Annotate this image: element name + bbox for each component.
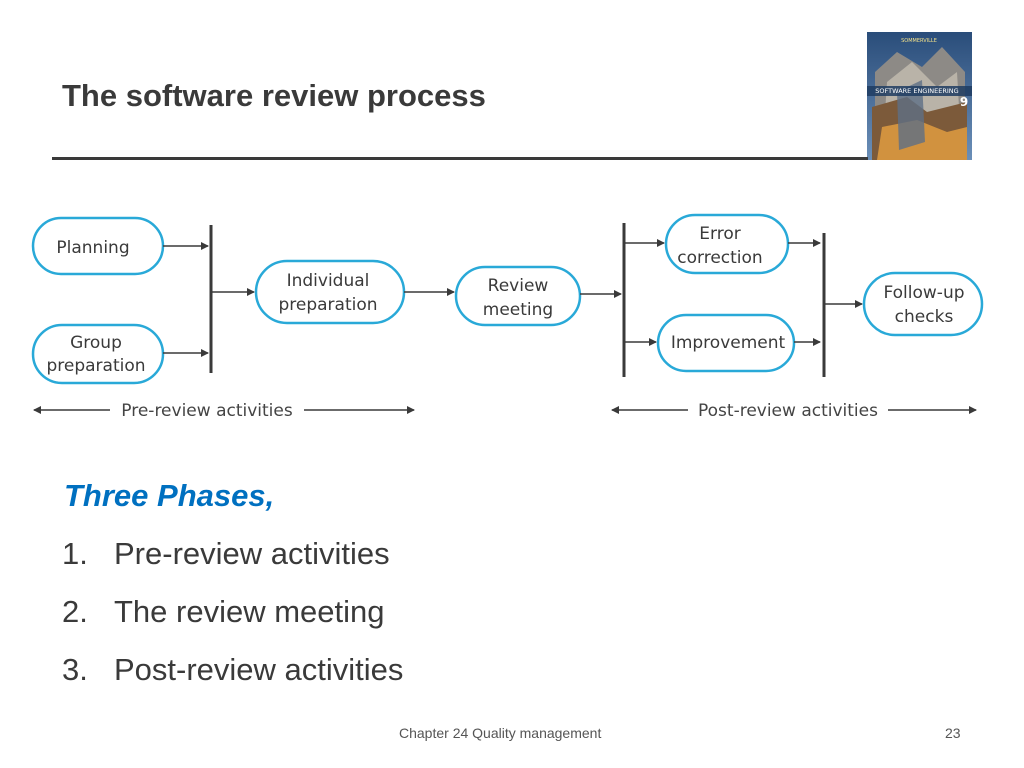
node-individual-preparation: Individual preparation (254, 259, 406, 325)
node-review-meeting-line1: Review (488, 276, 549, 296)
phase-item-label: The review meeting (114, 594, 385, 629)
node-planning: Planning (31, 216, 165, 276)
node-error-correction: Error correction (664, 213, 790, 275)
phase-item-number: 2. (62, 594, 88, 629)
phase-label-post-review: Post-review activities (698, 401, 878, 421)
title-divider (52, 157, 868, 160)
phase-span-pre-review: Pre-review activities (33, 401, 415, 421)
node-group-preparation-line1: Group (70, 333, 122, 353)
phases-list: 1. Pre-review activities 2. The review m… (62, 536, 403, 710)
node-improvement: Improvement (656, 313, 796, 373)
node-error-correction-line1: Error (699, 224, 740, 244)
node-improvement-line1: Improvement (671, 333, 786, 353)
node-review-meeting: Review meeting (454, 265, 582, 327)
phase-item-number: 3. (62, 652, 88, 687)
cover-edition: 9 (960, 95, 968, 109)
page-number: 23 (945, 725, 961, 741)
cover-author: SOMMERVILLE (901, 38, 937, 44)
node-follow-up-checks-line1: Follow-up (883, 283, 964, 303)
phase-label-pre-review: Pre-review activities (121, 401, 293, 421)
node-group-preparation: Group preparation (31, 323, 165, 385)
review-process-diagram: Planning Group preparation Individual pr… (30, 205, 990, 430)
phase-list-item: 2. The review meeting (62, 594, 403, 652)
phase-list-item: 1. Pre-review activities (62, 536, 403, 594)
phase-item-label: Pre-review activities (114, 536, 390, 571)
node-individual-preparation-line2: preparation (278, 295, 377, 315)
book-cover-image: SOMMERVILLE SOFTWARE ENGINEERING 9 (867, 32, 972, 160)
node-error-correction-line2: correction (677, 248, 762, 268)
node-individual-preparation-line1: Individual (287, 271, 370, 291)
cover-book-title: SOFTWARE ENGINEERING (875, 87, 958, 95)
phase-list-item: 3. Post-review activities (62, 652, 403, 710)
phase-span-post-review: Post-review activities (611, 401, 977, 421)
node-review-meeting-line2: meeting (483, 300, 553, 320)
phases-heading: Three Phases, (64, 478, 275, 513)
node-follow-up-checks: Follow-up checks (862, 271, 984, 337)
phase-item-label: Post-review activities (114, 652, 404, 687)
node-follow-up-checks-line2: checks (895, 307, 954, 327)
slide-title: The software review process (62, 78, 486, 113)
node-planning-line1: Planning (56, 238, 129, 258)
slide-footer: Chapter 24 Quality management (399, 725, 602, 741)
phase-item-number: 1. (62, 536, 88, 571)
node-group-preparation-line2: preparation (46, 356, 145, 376)
